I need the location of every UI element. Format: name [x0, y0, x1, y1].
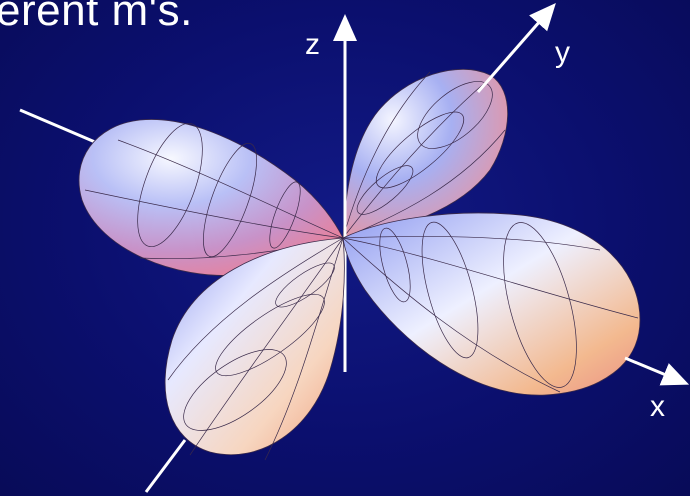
axis-x-line	[625, 358, 678, 380]
axis-y-label: y	[555, 36, 570, 70]
axis-x-label: x	[650, 390, 665, 424]
axis-y-line	[478, 12, 548, 92]
lobe-lower-right	[343, 213, 640, 395]
axis-x-negative-line	[20, 110, 95, 142]
axis-y-negative-line	[146, 440, 185, 492]
axis-z-label: z	[305, 28, 320, 62]
